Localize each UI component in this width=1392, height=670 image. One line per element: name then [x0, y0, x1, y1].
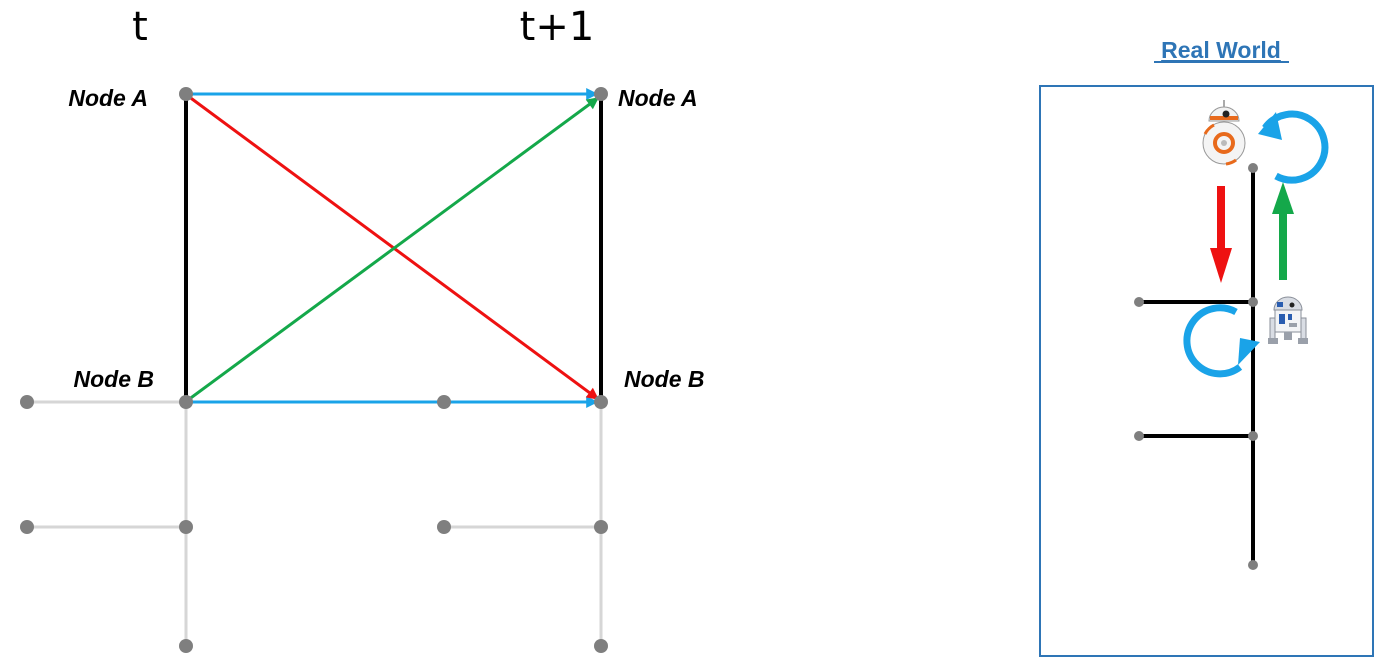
label-node-b-t1: Node B: [624, 366, 705, 392]
real-world-frame: [1039, 85, 1374, 657]
real-world-nodes: [1134, 163, 1258, 570]
green-up-arrow: [1272, 182, 1294, 280]
world-node-b: [1248, 297, 1258, 307]
real-world-title: Real World: [1161, 37, 1281, 63]
node-junction-lower-t1: [594, 520, 608, 534]
bb8-robot-icon: [1202, 100, 1246, 166]
node-left-lower-t1: [437, 520, 451, 534]
node-left-b-t1: [437, 395, 451, 409]
time-label-t: t: [132, 4, 148, 50]
world-node-a: [1248, 163, 1258, 173]
node-junction-lower-t: [179, 520, 193, 534]
r2d2-robot-icon: [1268, 296, 1308, 344]
node-a-t: [179, 87, 193, 101]
stay-loop-top: [1258, 110, 1329, 184]
label-node-a-t: Node A: [68, 85, 148, 111]
graph-nodes: [20, 87, 608, 653]
node-a-t1: [594, 87, 608, 101]
stay-loop-bottom: [1183, 304, 1260, 378]
label-node-a-t1: Node A: [618, 85, 698, 111]
inactive-edges: [27, 400, 603, 646]
world-node-branch-upper: [1134, 297, 1144, 307]
world-node-junction-lower: [1248, 431, 1258, 441]
world-node-bottom: [1248, 560, 1258, 570]
node-left-b-t: [20, 395, 34, 409]
node-left-lower-t: [20, 520, 34, 534]
world-node-branch-lower: [1134, 431, 1144, 441]
red-down-arrow: [1210, 186, 1232, 283]
node-bottom-t: [179, 639, 193, 653]
node-bottom-t1: [594, 639, 608, 653]
arrow-b-to-a: [187, 96, 599, 402]
label-node-b-t: Node B: [74, 366, 155, 392]
node-b-t1: [594, 395, 608, 409]
node-b-t: [179, 395, 193, 409]
real-world-track: [1139, 168, 1255, 565]
time-label-t-plus-1: t+1: [520, 4, 595, 50]
